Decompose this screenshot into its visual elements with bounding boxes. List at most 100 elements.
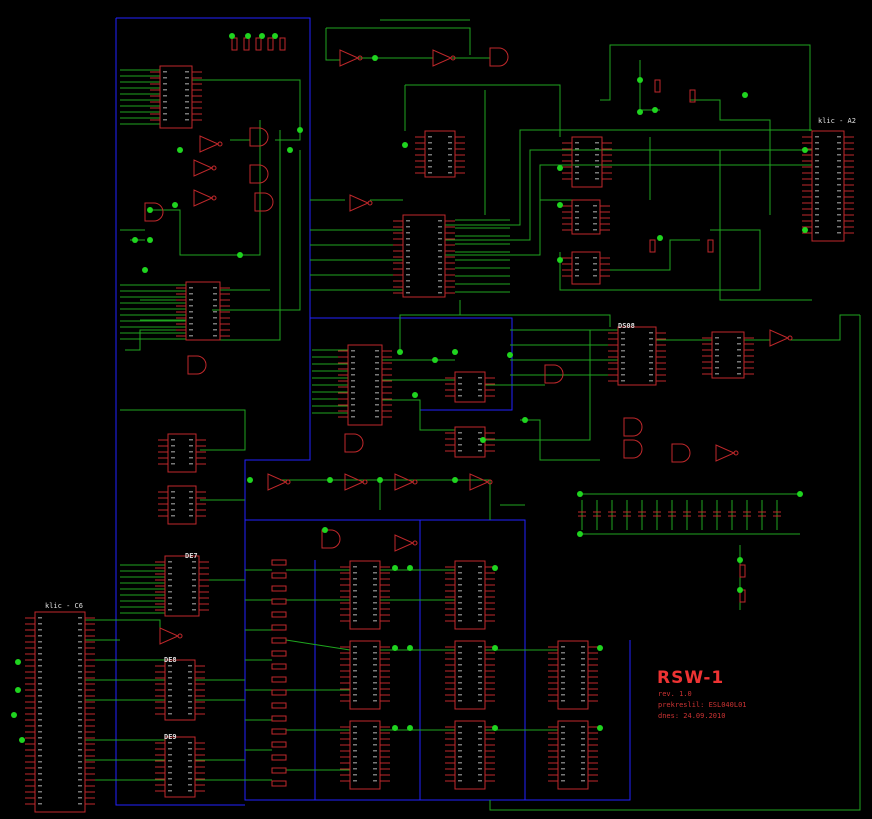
ic-pin-label bbox=[38, 803, 42, 805]
ic-pin-label bbox=[737, 337, 741, 339]
resistor bbox=[243, 37, 250, 51]
ic-pin-label bbox=[168, 766, 172, 768]
ic-chip bbox=[811, 130, 845, 242]
ic-pin-label bbox=[575, 178, 579, 180]
ic-pin-label bbox=[581, 658, 585, 660]
ic-pin-label bbox=[561, 726, 565, 728]
ic-pin-label bbox=[406, 292, 410, 294]
gate-bubble bbox=[217, 141, 223, 147]
ic-pin-label bbox=[593, 223, 597, 225]
ic-pin-label bbox=[815, 148, 819, 150]
ic-pin-label bbox=[78, 773, 82, 775]
ic-pin-label bbox=[428, 166, 432, 168]
ic-pin-label bbox=[373, 756, 377, 758]
ic-pin-label bbox=[38, 773, 42, 775]
ic-pin-label bbox=[458, 664, 462, 666]
ic-pin-label bbox=[458, 389, 462, 391]
ic-pin-label bbox=[837, 208, 841, 210]
ic-pin-label bbox=[188, 754, 192, 756]
wire bbox=[280, 479, 491, 520]
junction-dot bbox=[802, 147, 808, 153]
ic-pin-label bbox=[373, 566, 377, 568]
ic-pin-label bbox=[621, 350, 625, 352]
ic-pin-label bbox=[78, 623, 82, 625]
ic-pin-label bbox=[478, 389, 482, 391]
ic-pin-label bbox=[438, 292, 442, 294]
ic-pin-label bbox=[737, 361, 741, 363]
ic-pin-label bbox=[78, 737, 82, 739]
ic-pin-label bbox=[353, 578, 357, 580]
ic-pin-label bbox=[478, 682, 482, 684]
ic-pin-label bbox=[478, 756, 482, 758]
ic-pin-label bbox=[438, 250, 442, 252]
ic-pin-label bbox=[815, 202, 819, 204]
ic-pin-label bbox=[837, 220, 841, 222]
ic-pin-label bbox=[38, 797, 42, 799]
ic-pin-label bbox=[458, 652, 462, 654]
junction-dot bbox=[652, 107, 658, 113]
title-block-revision: rev. 1.0 bbox=[658, 690, 692, 698]
junction-dot bbox=[492, 565, 498, 571]
ic-pin-label bbox=[649, 332, 653, 334]
bus-line bbox=[116, 17, 513, 411]
ic-pin-label bbox=[581, 744, 585, 746]
ic-pin-label bbox=[213, 287, 217, 289]
ic-pin-label bbox=[478, 566, 482, 568]
ic-pin-label bbox=[168, 567, 172, 569]
ic-pin-label bbox=[581, 738, 585, 740]
ic-pin-label bbox=[38, 707, 42, 709]
ic-pin-label bbox=[581, 732, 585, 734]
ic-pin-label bbox=[213, 323, 217, 325]
ic-pin-label bbox=[373, 658, 377, 660]
ic-pin-label bbox=[373, 620, 377, 622]
ic-pin-label bbox=[185, 71, 189, 73]
ic-pin-label bbox=[581, 700, 585, 702]
wire bbox=[230, 79, 301, 141]
ic-pin-label bbox=[353, 762, 357, 764]
ic-pin-label bbox=[189, 503, 193, 505]
ic-pin-label bbox=[353, 664, 357, 666]
ic-pin-label bbox=[78, 647, 82, 649]
ic-pin-label bbox=[351, 368, 355, 370]
ic-pin-label bbox=[78, 731, 82, 733]
ic-pin-label bbox=[78, 671, 82, 673]
ic-pin-label bbox=[171, 463, 175, 465]
junction-dot bbox=[737, 587, 743, 593]
ic-pin-label bbox=[438, 274, 442, 276]
ic-pin-label bbox=[168, 677, 172, 679]
ic-pin-label bbox=[192, 567, 196, 569]
ic-pin-label bbox=[213, 305, 217, 307]
wire bbox=[602, 149, 812, 301]
ic-pin-label bbox=[38, 629, 42, 631]
ic-pin-label bbox=[189, 311, 193, 313]
ic-pin-label bbox=[185, 107, 189, 109]
ic-pin-label bbox=[581, 750, 585, 752]
ic-pin-label bbox=[815, 190, 819, 192]
wire bbox=[212, 150, 301, 311]
ic-chip bbox=[454, 560, 486, 630]
ic-pin-label bbox=[189, 293, 193, 295]
ic-pin-label bbox=[163, 83, 167, 85]
ic-pin-label bbox=[478, 658, 482, 660]
ic-pin-label bbox=[478, 750, 482, 752]
ic-pin-label bbox=[448, 136, 452, 138]
ic-pin-label bbox=[375, 356, 379, 358]
ic-pin-label bbox=[561, 682, 565, 684]
ic-pin-label bbox=[168, 591, 172, 593]
chip-label-de8: DE8 bbox=[164, 656, 177, 664]
ic-chip bbox=[424, 130, 456, 178]
ic-pin-label bbox=[213, 335, 217, 337]
title-block-date: dnes: 24.09.2010 bbox=[658, 712, 726, 720]
ic-pin-label bbox=[478, 608, 482, 610]
ic-pin-label bbox=[192, 603, 196, 605]
ic-pin-label bbox=[595, 148, 599, 150]
ic-pin-label bbox=[478, 676, 482, 678]
ic-pin-label bbox=[78, 719, 82, 721]
ic-chip bbox=[557, 640, 589, 710]
junction-dot bbox=[597, 725, 603, 731]
buffer-gate bbox=[394, 534, 415, 552]
buffer-gate bbox=[193, 189, 214, 207]
ic-pin-label bbox=[373, 732, 377, 734]
junction-dot bbox=[507, 352, 513, 358]
